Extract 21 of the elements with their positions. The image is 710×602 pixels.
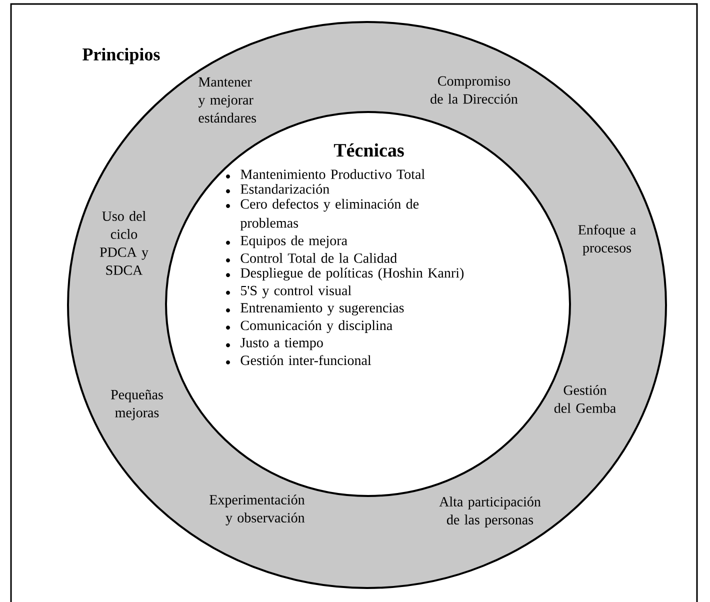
bullet-item: 5'S y control visual: [226, 285, 352, 298]
section-heading: Técnicas: [334, 143, 404, 157]
bullet-item: Comunicación y disciplina: [226, 320, 392, 334]
bullet-item: Estandarización: [226, 184, 330, 194]
principle-label: Uso del ciclo PDCA y SDCA: [100, 211, 148, 275]
principle-label: Pequeñas mejoras: [110, 390, 163, 420]
bullet-item: Despliegue de políticas (Hoshin Kanri): [226, 268, 464, 281]
bullet-item: Equipos de mejora: [226, 235, 348, 248]
principle-label: Compromiso de la Dirección: [430, 76, 518, 104]
principle-label: Mantener y mejorar estándares: [198, 77, 256, 123]
section-heading: Principios: [82, 48, 160, 64]
principle-label: Experimentación y observación: [210, 494, 305, 526]
principle-label: Enfoque a procesos: [578, 224, 636, 256]
bullet-item: Mantenimiento Productivo Total: [226, 169, 425, 180]
principle-label: Gestión del Gemba: [554, 385, 616, 413]
bullet-item: Justo a tiempo: [226, 338, 323, 350]
bullet-item: Gestión inter-funcional: [226, 355, 372, 366]
bullet-item: Control Total de la Calidad: [226, 253, 397, 263]
bullet-item: Entrenamiento y sugerencias: [226, 303, 404, 316]
bullet-item: Cero defectos y eliminación de problemas: [226, 198, 419, 231]
principle-label: Alta participación de las personas: [439, 496, 541, 528]
